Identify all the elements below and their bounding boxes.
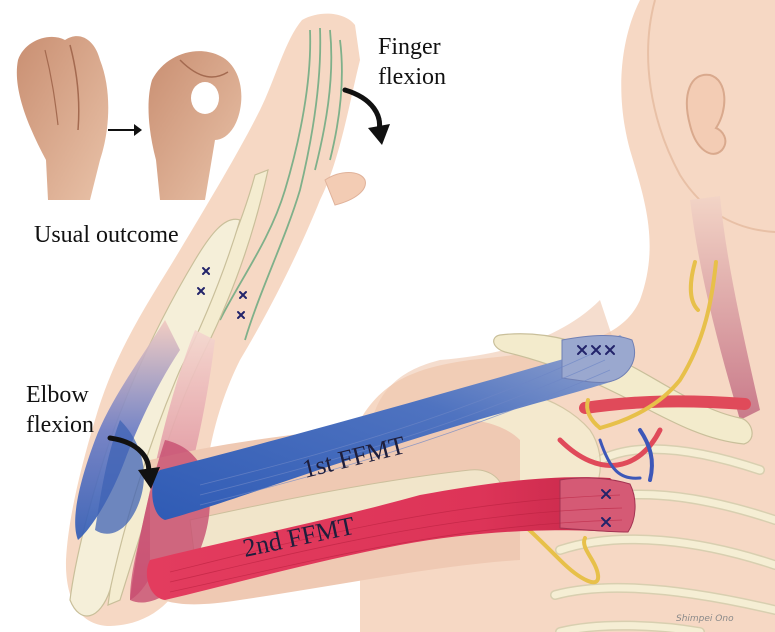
artist-signature: Shimpei Ono [676,614,734,624]
finger-flexion-arrow [345,90,390,145]
elbow-flexion-label-line1: Elbow [26,382,89,408]
outcome-arrow [108,124,142,136]
finger-flexion-label-line1: Finger [378,34,441,60]
outcome-photo-before [17,36,108,200]
second-ffmt-tendon [560,478,635,532]
finger-flexion-label-line2: flexion [378,64,446,90]
usual-outcome-caption: Usual outcome [34,222,179,248]
thumb [325,173,365,206]
elbow-flexion-label-line2: flexion [26,412,94,438]
